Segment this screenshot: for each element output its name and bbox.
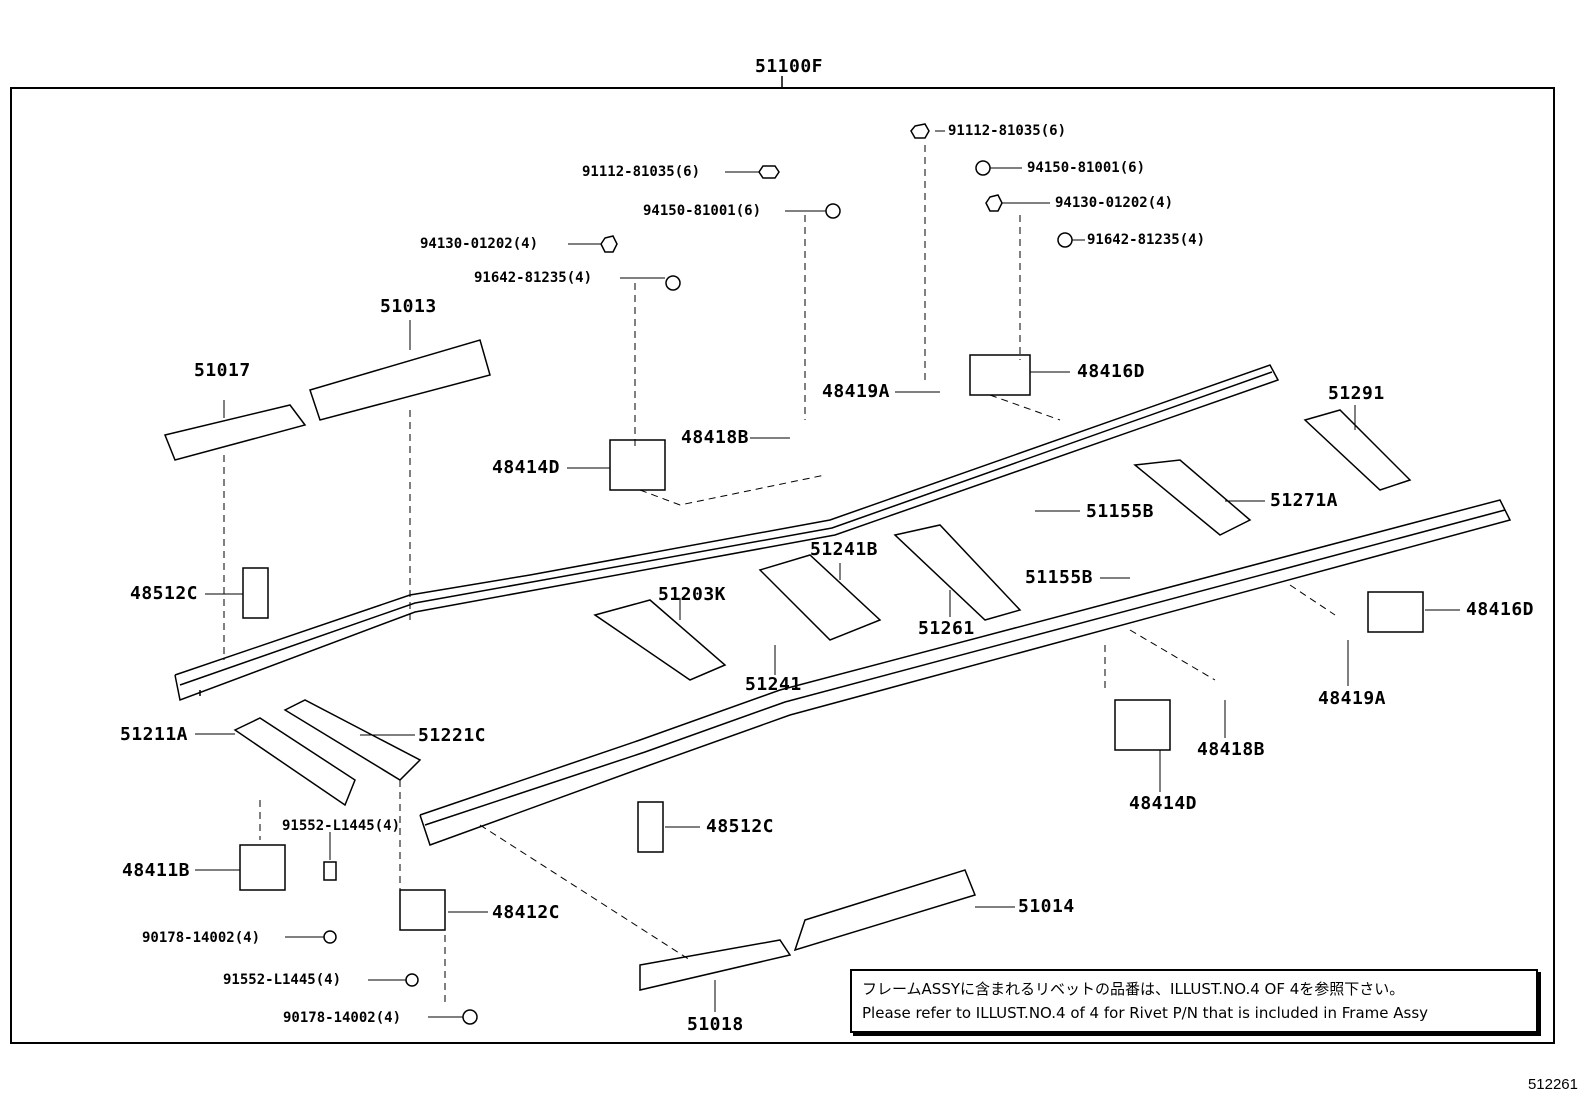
label-48419A-left: 48419A <box>822 381 891 402</box>
crossmember-51211A <box>233 717 356 807</box>
label-51261: 51261 <box>918 618 975 639</box>
crossmember-51271A <box>1133 459 1252 536</box>
note-line-en: Please refer to ILLUST.NO.4 of 4 for Riv… <box>862 1004 1429 1022</box>
label-51155B-mid: 51155B <box>1025 567 1094 588</box>
label-48512C-right: 48512C <box>706 816 775 837</box>
label-bolt-b-right: 91642-81235(4) <box>1087 232 1206 248</box>
label-48419A-right: 48419A <box>1318 688 1387 709</box>
right-side-rail <box>419 499 1512 846</box>
label-nut-b-right: 94130-01202(4) <box>1055 195 1174 211</box>
label-nut-a-right: 94150-81001(6) <box>1027 160 1146 176</box>
crossmember-51018 <box>639 939 792 991</box>
fastener-glyphs <box>323 123 1073 1025</box>
label-51241B: 51241B <box>810 539 879 560</box>
label-51241: 51241 <box>745 674 802 695</box>
crossmember-51221C <box>283 699 422 781</box>
rivet-note-box: フレームASSYに含まれるリベットの品番は、ILLUST.NO.4 OF 4を参… <box>850 969 1538 1033</box>
crossmember-51291 <box>1303 409 1412 491</box>
label-51018: 51018 <box>687 1014 744 1035</box>
diagram-frame <box>10 87 1555 1044</box>
label-51211A: 51211A <box>120 724 189 745</box>
crossmember-51241B <box>758 554 882 641</box>
label-48418B-left: 48418B <box>681 427 750 448</box>
label-51013: 51013 <box>380 296 437 317</box>
label-nut-c-lower: 90178-14002(4) <box>283 1010 402 1026</box>
label-bolt-b-left: 91642-81235(4) <box>474 270 593 286</box>
label-48414D-left: 48414D <box>492 457 561 478</box>
label-51221C: 51221C <box>418 725 487 746</box>
label-48414D-right: 48414D <box>1129 793 1198 814</box>
label-51203K: 51203K <box>658 584 727 605</box>
left-side-rail <box>174 364 1280 702</box>
crossmember-51017 <box>163 404 307 461</box>
label-48411B: 48411B <box>122 860 191 881</box>
bracket-48411B <box>239 844 286 891</box>
label-nut-c-upper: 90178-14002(4) <box>142 930 261 946</box>
label-48418B-right: 48418B <box>1197 739 1266 760</box>
crossmember-51013 <box>309 339 491 421</box>
label-48416D-left: 48416D <box>1077 361 1146 382</box>
label-51017: 51017 <box>194 360 251 381</box>
label-51271A: 51271A <box>1270 490 1339 511</box>
label-48412C: 48412C <box>492 902 561 923</box>
note-line-jp: フレームASSYに含まれるリベットの品番は、ILLUST.NO.4 OF 4を参… <box>862 980 1405 998</box>
assembly-label: 51100F <box>755 56 824 77</box>
crossmember-51014 <box>793 869 976 952</box>
label-nut-a-left: 94150-81001(6) <box>643 203 762 219</box>
bracket-48414D-left <box>609 439 666 491</box>
label-bolt-a-left: 91112-81035(6) <box>582 164 701 180</box>
crossmember-51203K <box>593 599 727 681</box>
bracket-48512C-right <box>637 801 664 853</box>
bracket-48412C <box>399 889 446 931</box>
bracket-48414D-right <box>1114 699 1171 751</box>
bracket-48416D-right <box>1367 591 1424 633</box>
label-bolt-a-right: 91112-81035(6) <box>948 123 1067 139</box>
label-bolt-c-lower: 91552-L1445(4) <box>223 972 342 988</box>
crossmember-51261 <box>893 524 1022 621</box>
label-51014: 51014 <box>1018 896 1075 917</box>
illustration-id: 512261 <box>1527 1076 1578 1093</box>
bracket-48416D-left <box>969 354 1031 396</box>
label-48512C-left: 48512C <box>130 583 199 604</box>
label-51155B-top: 51155B <box>1086 501 1155 522</box>
label-nut-b-left: 94130-01202(4) <box>420 236 539 252</box>
bracket-48512C-left <box>242 567 269 619</box>
label-bolt-c-upper: 91552-L1445(4) <box>282 818 401 834</box>
label-51291: 51291 <box>1328 383 1385 404</box>
label-48416D-right: 48416D <box>1466 599 1535 620</box>
